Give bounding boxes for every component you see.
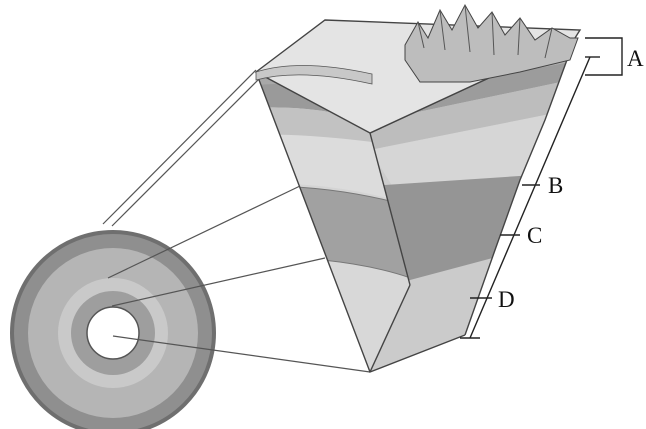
connector-center xyxy=(112,335,371,373)
connector-mantle xyxy=(107,185,301,279)
connector-surface-outer xyxy=(102,69,257,225)
connector-outer-core xyxy=(111,257,326,307)
label-d: D xyxy=(498,287,515,312)
inner-core xyxy=(86,306,140,360)
bracket-a xyxy=(585,37,623,76)
mountain-range xyxy=(404,3,579,83)
label-markers xyxy=(460,37,623,339)
label-c: C xyxy=(527,223,542,248)
scale-line xyxy=(469,56,591,339)
connector-lines xyxy=(102,69,371,373)
label-b: B xyxy=(548,173,563,198)
earth-cross-section xyxy=(10,230,216,429)
label-a: A xyxy=(627,46,644,71)
connector-surface-inner xyxy=(111,77,261,227)
